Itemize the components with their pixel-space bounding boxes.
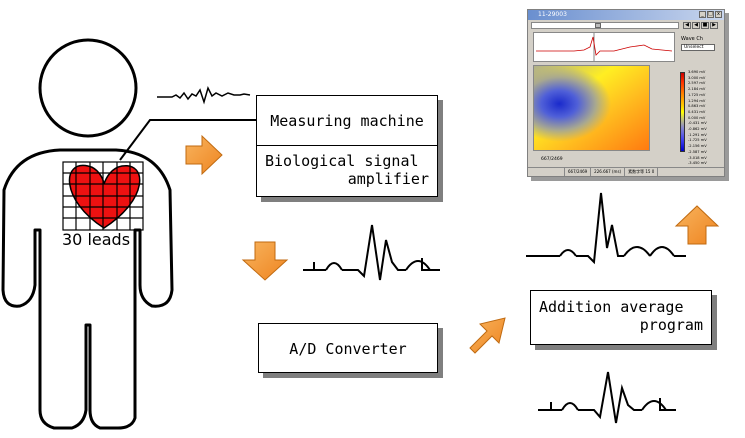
waveform-trace bbox=[536, 33, 673, 61]
arrow-up-icon bbox=[674, 205, 720, 245]
prev-icon: ◀ bbox=[692, 22, 700, 29]
raw-signal-waveform bbox=[157, 85, 251, 105]
bio-amplifier-line1: Biological signal bbox=[265, 152, 419, 170]
scale-label: -1.725 mV bbox=[688, 138, 707, 143]
lead-grid bbox=[62, 161, 144, 231]
measuring-machine-label: Measuring machine bbox=[257, 96, 437, 146]
bio-amplifier-line2: amplifier bbox=[347, 170, 429, 188]
slider-thumb bbox=[595, 23, 601, 28]
scale-label: -3.450 mV bbox=[688, 161, 707, 166]
scale-label: -3.018 mV bbox=[688, 155, 707, 160]
leads-label: 30 leads bbox=[62, 230, 131, 249]
scale-label: 2.597 mV bbox=[688, 81, 706, 86]
channel-select: Unselect bbox=[681, 44, 715, 51]
status-cell bbox=[528, 168, 565, 176]
scale-label: -2.587 mV bbox=[688, 149, 707, 154]
scale-label: -0.431 mV bbox=[688, 121, 707, 126]
status-cell: 素数字等 15 0 bbox=[625, 168, 659, 176]
potential-heatmap bbox=[533, 65, 650, 151]
scale-label: 3.690 mV bbox=[688, 70, 706, 74]
scale-label: 0.000 mV bbox=[688, 115, 706, 120]
averaged-ecg-waveform bbox=[526, 192, 686, 265]
close-icon: x bbox=[715, 11, 722, 18]
addition-average-line1: Addition average bbox=[539, 298, 684, 316]
scale-label: -2.156 mV bbox=[688, 144, 707, 149]
scale-label: 1.725 mV bbox=[688, 92, 706, 97]
addition-average-line2: program bbox=[639, 316, 703, 334]
bio-amplifier-label: Biological signal amplifier bbox=[257, 146, 437, 196]
status-bar: 667/2469 226.667 (ms) 素数字等 15 0 bbox=[528, 167, 724, 176]
software-screenshot: 11-29003 _ □ x ◀ ◀ ■ ▶ Wave Ch Unselect bbox=[527, 9, 725, 177]
minimize-icon: _ bbox=[699, 11, 706, 18]
next-icon: ▶ bbox=[710, 22, 718, 29]
stop-icon: ■ bbox=[701, 22, 709, 29]
connector-line bbox=[119, 119, 256, 161]
scale-label: -1.291 mV bbox=[688, 132, 707, 137]
ad-converter-box: A/D Converter bbox=[258, 323, 438, 373]
arrow-up-right-icon bbox=[469, 317, 506, 354]
addition-average-box: Addition average program bbox=[530, 290, 712, 345]
amplified-ecg-waveform bbox=[303, 224, 440, 281]
scale-label: 0.431 mV bbox=[688, 109, 706, 114]
arrow-right-icon bbox=[185, 134, 223, 176]
heart-icon bbox=[68, 164, 141, 229]
scale-label: 0.863 mV bbox=[688, 104, 706, 109]
wave-channel-label: Wave Ch bbox=[681, 36, 703, 42]
scale-label: 1.294 mV bbox=[688, 98, 706, 103]
status-cell: 667/2469 bbox=[565, 168, 592, 176]
first-icon: ◀ bbox=[683, 22, 691, 29]
measuring-machine-box: Measuring machine Biological signal ampl… bbox=[256, 95, 438, 197]
digital-ecg-waveform bbox=[538, 371, 676, 424]
heatmap-image bbox=[534, 66, 649, 150]
maximize-icon: □ bbox=[707, 11, 714, 18]
scale-label: -0.862 mV bbox=[688, 127, 707, 132]
scale-label: 2.184 mV bbox=[688, 87, 706, 92]
colorbar-scale: 3.690 mV 3.000 mV 2.597 mV 2.184 mV 1.72… bbox=[688, 70, 722, 167]
waveform-panel bbox=[533, 32, 675, 62]
arrow-down-icon bbox=[241, 241, 289, 281]
status-cell: 226.667 (ms) bbox=[591, 168, 626, 176]
window-title: 11-29003 bbox=[528, 10, 724, 20]
heatmap-caption: 667/2469 bbox=[541, 157, 563, 162]
scale-label: 3.000 mV bbox=[688, 75, 706, 80]
time-slider bbox=[531, 22, 679, 29]
human-figure-icon bbox=[1, 38, 174, 430]
colorbar bbox=[680, 72, 685, 152]
